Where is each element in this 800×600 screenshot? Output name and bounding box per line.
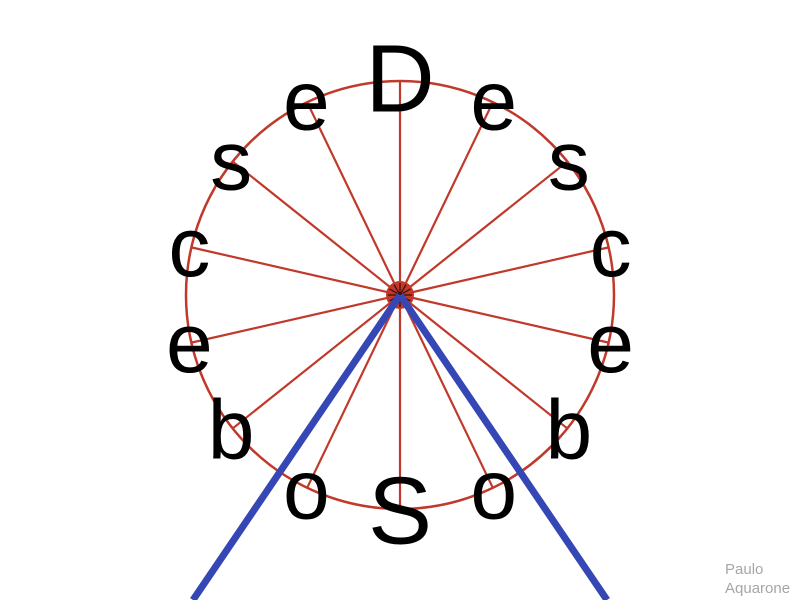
wheel-letter: o: [283, 443, 330, 537]
wheel-letter: b: [208, 383, 255, 477]
wheel-spoke: [399, 160, 568, 296]
wheel-spoke: [232, 294, 401, 430]
wheel-spoke: [399, 293, 609, 344]
wheel-letter: s: [210, 113, 252, 207]
wheel-spokes: [191, 81, 609, 509]
wheel-letter: e: [470, 53, 517, 147]
wheel-letter: e: [587, 296, 634, 390]
credit-first-name: Paulo: [725, 561, 764, 578]
hub-tick: [393, 284, 401, 296]
wheel-spoke: [191, 293, 401, 344]
wheel-spoke: [232, 160, 401, 296]
wheel-letter: s: [548, 113, 590, 207]
wheel-spoke: [306, 294, 401, 489]
wheel-letter: D: [365, 26, 434, 133]
wheel-spoke: [399, 101, 494, 296]
wheel-letter: S: [368, 458, 432, 565]
author-credit: Paulo Aquarone: [725, 560, 790, 598]
wheel-supports: [190, 293, 610, 600]
wheel-spoke: [399, 294, 494, 489]
wheel-letter: e: [283, 53, 330, 147]
credit-last-name: Aquarone: [725, 580, 791, 597]
wheel-letter: o: [470, 443, 517, 537]
wheel-spoke: [399, 294, 568, 430]
wheel-letter: c: [168, 200, 210, 294]
wheel-spoke: [191, 246, 401, 297]
wheel-letter: e: [166, 296, 213, 390]
wheel-letter: b: [546, 383, 593, 477]
right-support-leg: [397, 293, 610, 600]
hub-tick: [399, 284, 407, 296]
left-support-leg: [190, 293, 403, 600]
wheel-spoke: [306, 101, 401, 296]
wheel-rim: [184, 79, 616, 511]
wheel-letter: c: [590, 200, 632, 294]
wheel-spoke: [399, 246, 609, 297]
